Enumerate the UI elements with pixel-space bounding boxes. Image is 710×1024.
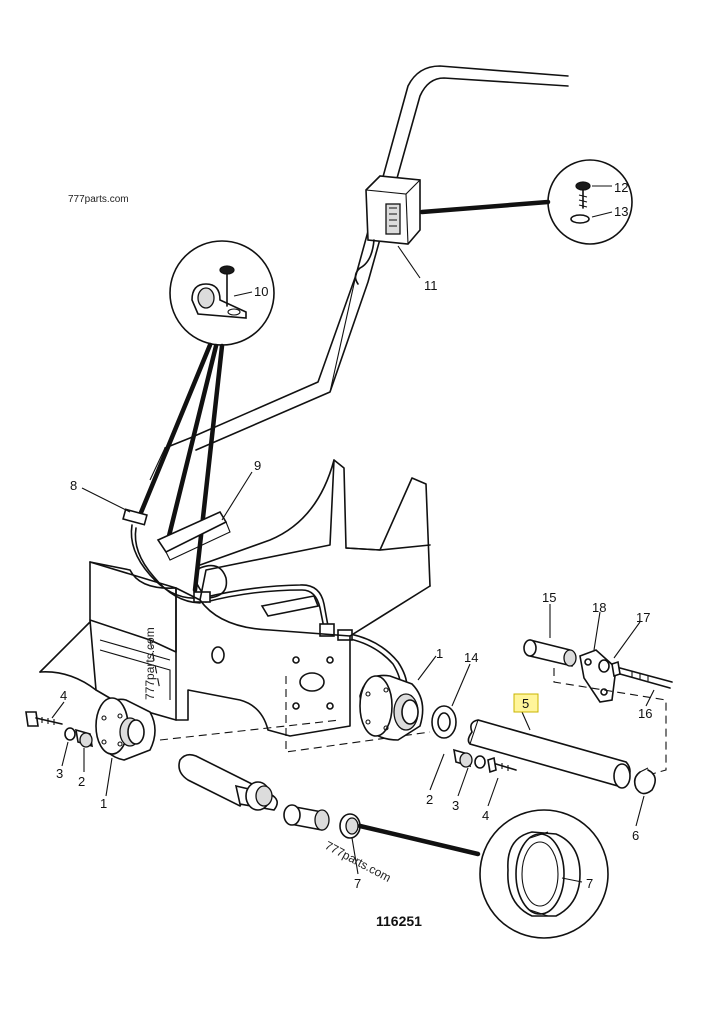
detail-circle-bearing: [479, 809, 609, 939]
callout-10: 10: [254, 284, 268, 299]
callout-3-left: 3: [56, 766, 63, 781]
callout-15: 15: [542, 590, 556, 605]
callout-12: 12: [614, 180, 628, 195]
callout-13: 13: [614, 204, 628, 219]
callout-14: 14: [464, 650, 478, 665]
hub-right: [359, 674, 424, 741]
callout-16: 16: [638, 706, 652, 721]
callout-11: 11: [424, 278, 438, 293]
hub-left: [95, 697, 156, 761]
fasteners-right: [453, 748, 517, 774]
highlight-box: [513, 693, 539, 713]
callout-4-left: 4: [60, 688, 67, 703]
figure-number: 116251: [376, 913, 422, 929]
pivot-pin: [467, 719, 631, 789]
callout-9: 9: [254, 458, 261, 473]
watermark-top-left: 777parts.com: [68, 194, 129, 205]
seal-ring: [431, 705, 457, 739]
callout-3-right: 3: [452, 798, 459, 813]
callout-8: 8: [70, 478, 77, 493]
callout-6: 6: [632, 828, 639, 843]
callout-1-right: 1: [436, 646, 443, 661]
leader-lines: [51, 245, 655, 883]
watermark-vertical: 777parts.com: [143, 627, 157, 700]
detail-circle-screw-washer: [419, 159, 633, 245]
callout-5: 5: [522, 696, 529, 711]
wiring-harness: [122, 508, 408, 698]
callout-7-lower: 7: [354, 876, 361, 891]
callout-7-detail: 7: [586, 876, 593, 891]
bushes-and-bearing: [178, 753, 481, 857]
callout-18: 18: [592, 600, 606, 615]
circlip: [633, 767, 656, 795]
fasteners-left: [25, 711, 93, 748]
buzzer-unit: [354, 175, 421, 285]
chassis-bracket: [39, 459, 431, 753]
callout-labels: 1 1 2 2 3 3 4 4 5 6 7 7 8 9 10 11 12 13 …: [56, 180, 652, 891]
detail-circle-clip: [137, 240, 275, 593]
callout-1-left: 1: [100, 796, 107, 811]
callout-2-left: 2: [78, 774, 85, 789]
callout-17: 17: [636, 610, 650, 625]
pin-and-plate: [523, 639, 673, 775]
callout-2-right: 2: [426, 792, 433, 807]
callout-4-right: 4: [482, 808, 489, 823]
